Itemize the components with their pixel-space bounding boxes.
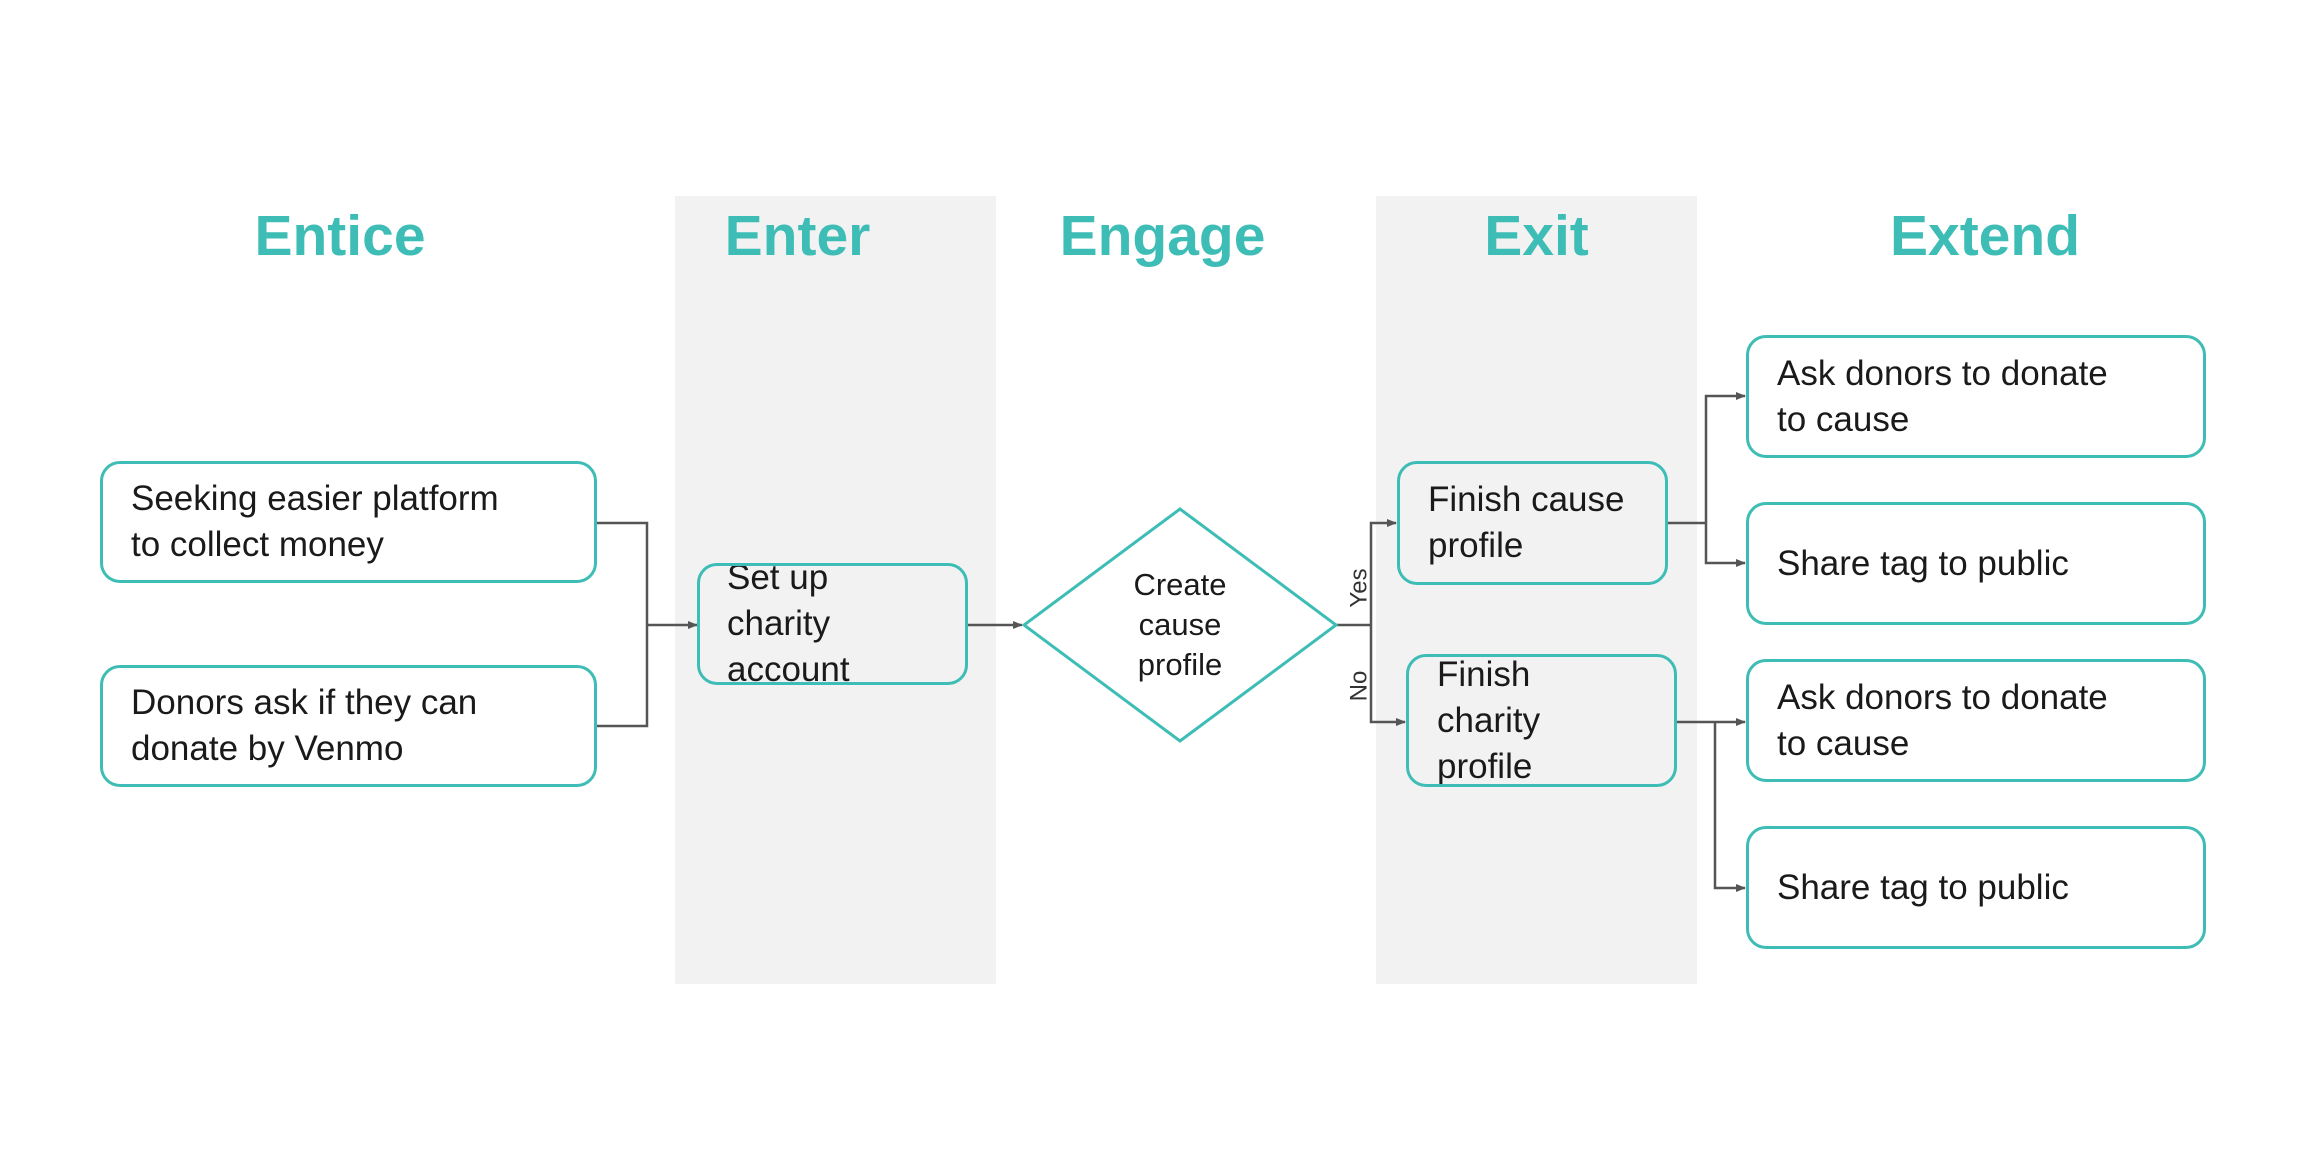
node-ask-donors-2-label: Ask donors to donate to cause [1777,677,2108,763]
connector-share-1 [1704,523,1746,567]
node-share-tag-1: Share tag to public [1746,502,2206,625]
connector-venmo [595,625,649,728]
stage-extend: Extend [1889,204,2081,268]
connector-yes [1369,519,1397,625]
branch-no-label: No [1345,670,1373,702]
node-set-up-account: Set up charity account [697,563,968,685]
node-donors-venmo-label: Donors ask if they can donate by Venmo [131,683,478,768]
node-donors-venmo: Donors ask if they can donate by Venmo [100,665,597,787]
node-finish-charity-profile-label: Finish charity profile [1437,654,1541,786]
stage-enter: Enter [724,204,871,268]
node-finish-cause-profile-label: Finish cause profile [1428,480,1625,565]
diamond-label: Create cause profile [1133,567,1227,682]
connector-seeking [595,521,649,625]
connector-share-2 [1713,722,1746,892]
branch-yes-label: Yes [1345,568,1373,608]
connector-no [1369,625,1406,726]
exit-band [1376,196,1697,984]
node-share-tag-1-label: Share tag to public [1777,543,2069,583]
stage-entice: Entice [254,204,426,268]
node-ask-donors-1-label: Ask donors to donate to cause [1777,353,2108,439]
stage-engage: Engage [1059,204,1266,268]
node-seeking-platform: Seeking easier platform to collect money [100,461,597,583]
node-finish-charity-profile: Finish charity profile [1406,654,1677,787]
node-ask-donors-2: Ask donors to donate to cause [1746,659,2206,782]
node-finish-cause-profile: Finish cause profile [1397,461,1668,585]
node-share-tag-2-label: Share tag to public [1777,867,2069,907]
stage-exit: Exit [1484,204,1589,268]
connector-ask-1 [1704,392,1746,523]
decision-diamond [1021,507,1339,743]
node-set-up-account-label: Set up charity account [727,563,850,685]
node-share-tag-2: Share tag to public [1746,826,2206,949]
node-ask-donors-1: Ask donors to donate to cause [1746,335,2206,458]
node-seeking-platform-label: Seeking easier platform to collect money [131,479,499,564]
